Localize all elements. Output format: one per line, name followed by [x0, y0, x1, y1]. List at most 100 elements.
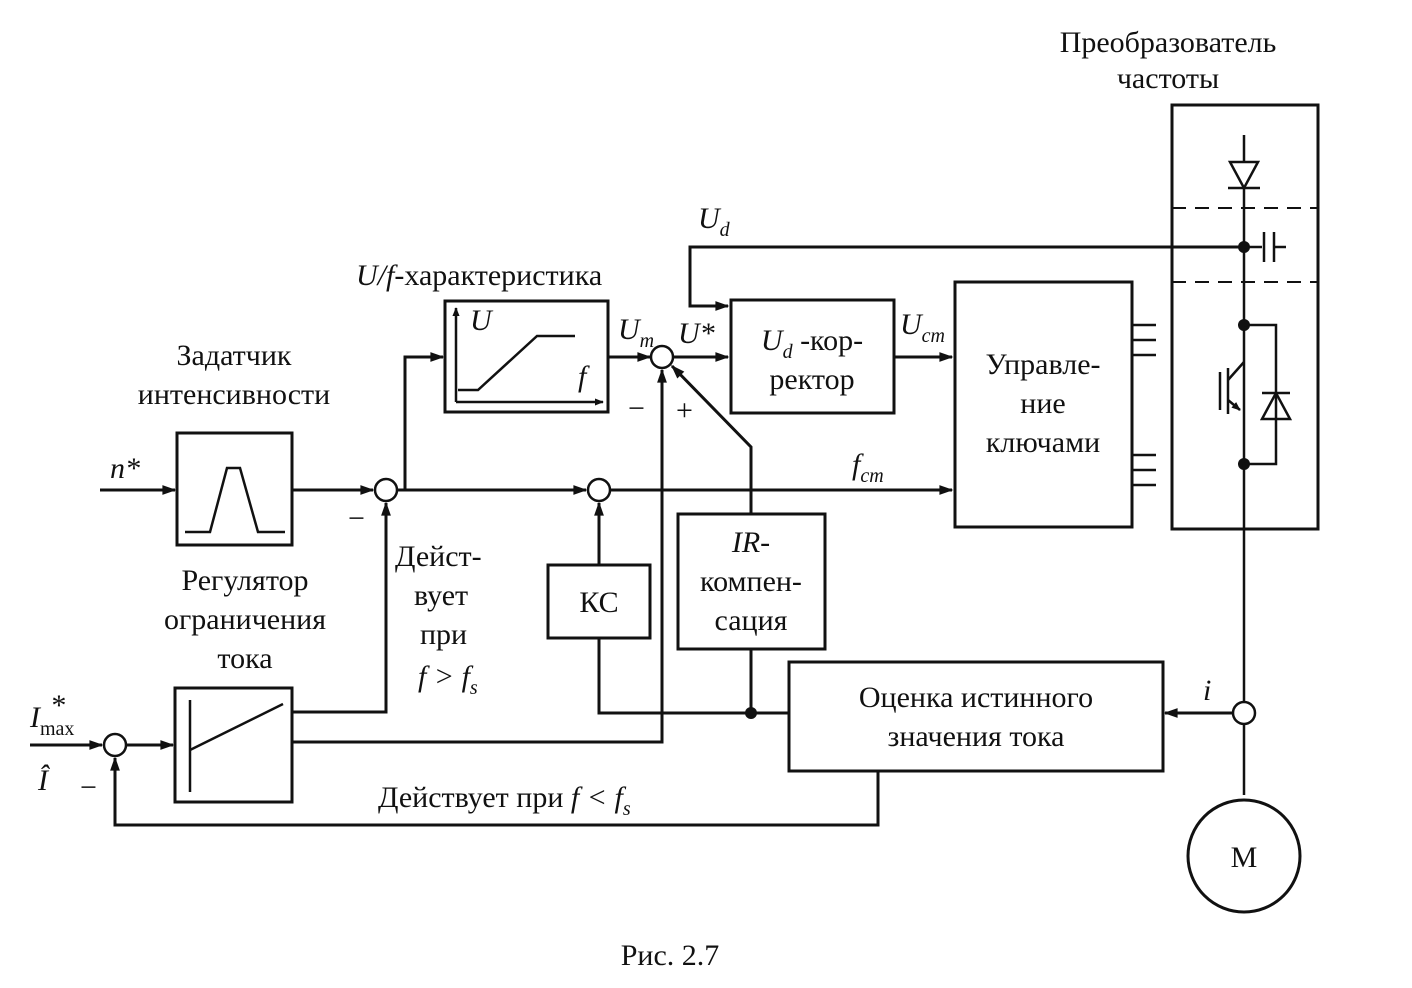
- uf-box: [443, 299, 610, 414]
- control-line2: ние: [1020, 387, 1065, 420]
- acts-line4-sub: s: [470, 677, 478, 699]
- limiter-box: [173, 686, 294, 804]
- control-line1: Управле-: [985, 348, 1100, 381]
- current-estimator: Оценка истинного значения тока: [787, 660, 1165, 773]
- limiter-label-line2: ограничения: [164, 603, 326, 636]
- svg-text:IR-: IR-: [731, 526, 770, 559]
- capacitor-icon: [1244, 232, 1286, 262]
- figure-caption: Рис. 2.7: [621, 939, 720, 972]
- estimator-to-kc: [597, 638, 789, 715]
- svg-text:Imax: Imax: [29, 701, 74, 740]
- limiter-curve-icon: [189, 702, 284, 752]
- converter-group: Преобразователь частоты: [1060, 26, 1320, 795]
- ir-line2: компен-: [700, 565, 802, 598]
- acts-line4: f > f: [418, 660, 474, 693]
- summer-voltage: [649, 344, 675, 370]
- corrector-box: [729, 298, 896, 415]
- imax-sub: max: [40, 718, 74, 740]
- bottom-note-it: f < f: [571, 781, 627, 814]
- uf-label-suffix: -характеристика: [394, 259, 602, 292]
- rectifier-diode-icon: [1227, 135, 1261, 208]
- svg-text:fст: fст: [852, 448, 884, 487]
- ir-line3: сация: [715, 604, 788, 637]
- ir-compensation: IR- компен- сация: [676, 512, 827, 651]
- svg-text:U/f-характеристика: U/f-характеристика: [356, 259, 602, 292]
- limiter-to-summer1: [292, 501, 391, 714]
- summer-current: [102, 732, 128, 758]
- n-star-label: n*: [110, 452, 140, 485]
- ir-box: [676, 512, 827, 651]
- limiter-label-line3: тока: [217, 642, 272, 675]
- corrector-sym: U: [761, 324, 785, 357]
- acts-line2: вует: [414, 579, 468, 612]
- ramp-label-line2: интенсивности: [138, 378, 330, 411]
- estimator-node: [745, 707, 757, 719]
- acts-note-upper: Дейст- вует при f > fs: [395, 540, 482, 699]
- ramp-box: [175, 431, 294, 547]
- um-label: U: [618, 313, 642, 346]
- svg-text:Um: Um: [618, 313, 654, 352]
- converter-title-line1: Преобразователь: [1060, 26, 1277, 59]
- summer-frequency: [586, 477, 612, 503]
- uf-characteristic: U/f-характеристика U f: [356, 259, 610, 414]
- control-outputs-lower: [1132, 453, 1156, 487]
- ihat-label: Î: [37, 764, 50, 797]
- ir-to-summer-arrow: [670, 364, 753, 514]
- motor-group: М: [1186, 798, 1302, 914]
- ust-label: U: [900, 308, 924, 341]
- imax-star: *: [50, 689, 65, 722]
- corrector-line1: -кор-: [793, 324, 864, 357]
- kc-box: [546, 563, 652, 640]
- ramp-generator: Задатчик интенсивности: [138, 339, 330, 547]
- switch-control: Управле- ние ключами: [953, 280, 1156, 529]
- estimator-line1: Оценка истинного: [859, 681, 1093, 714]
- current-sensor: [1231, 700, 1257, 726]
- bottom-note: Действует при: [378, 781, 571, 814]
- svg-text:Ud: Ud: [698, 202, 731, 241]
- svg-text:f > fs: f > fs: [418, 660, 478, 699]
- ir-line1-it: IR: [731, 526, 760, 559]
- control-box: [953, 280, 1134, 529]
- control-outputs-upper: [1132, 323, 1156, 357]
- converter-title-line2: частоты: [1117, 62, 1219, 95]
- ramp-curve-icon: [185, 466, 285, 534]
- imax-label: I: [29, 701, 42, 734]
- to-uf-arrow: [403, 352, 445, 490]
- summer1-minus: −: [348, 502, 365, 535]
- corrector-line2: ректор: [769, 363, 854, 396]
- bottom-note-sub: s: [623, 798, 631, 820]
- estimator-box: [787, 660, 1165, 773]
- i-label: i: [1203, 674, 1211, 707]
- svg-text:Действует при f < fs: Действует при f < fs: [378, 781, 631, 820]
- kc-label: КС: [579, 586, 618, 619]
- summer2-plus: +: [676, 394, 693, 427]
- uf-label-prefix: U/f: [356, 259, 398, 292]
- summer4-minus: −: [80, 771, 97, 804]
- ud-feedback-line: [688, 245, 1244, 311]
- ud-label: U: [698, 202, 722, 235]
- ustar-label: U*: [678, 317, 715, 350]
- acts-line3: при: [420, 618, 467, 651]
- fst-sub: ст: [860, 465, 883, 487]
- ir-line1-rest: -: [760, 526, 770, 559]
- um-sub: m: [640, 330, 654, 352]
- ud-sub: d: [720, 219, 731, 241]
- limiter-label-line1: Регулятор: [181, 564, 308, 597]
- current-feedback-line: [110, 756, 880, 827]
- ramp-label-line1: Задатчик: [177, 339, 292, 372]
- svg-text:Ud -кор-: Ud -кор-: [761, 324, 863, 363]
- uf-axis-u: U: [470, 304, 494, 337]
- summer-speed: [373, 477, 399, 503]
- ust-sub: ст: [922, 325, 945, 347]
- current-limiter: Регулятор ограничения тока: [164, 564, 326, 804]
- motor-circle: [1186, 798, 1302, 914]
- corrector-sub: d: [783, 341, 794, 363]
- uf-curve-icon: [458, 334, 575, 392]
- acts-line1: Дейст-: [395, 540, 482, 573]
- freewheel-diode-icon: [1244, 323, 1293, 466]
- svg-text:Uст: Uст: [900, 308, 945, 347]
- limiter-to-summer2: [292, 368, 667, 744]
- motor-label: М: [1231, 841, 1258, 874]
- summer2-minus: −: [628, 392, 645, 425]
